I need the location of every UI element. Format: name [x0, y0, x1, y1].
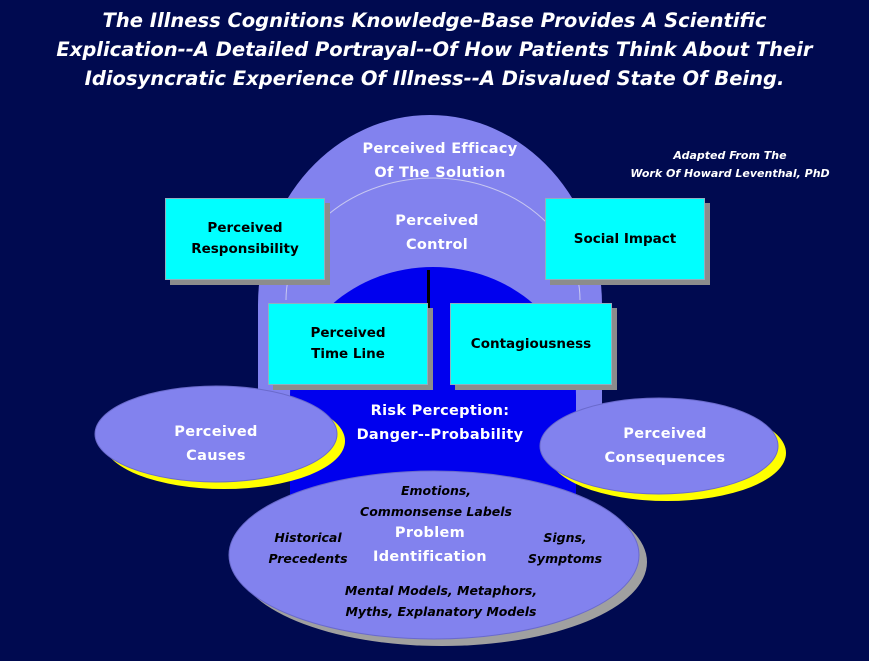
causes-label: Perceived Causes — [174, 424, 258, 464]
consequences-ellipse — [539, 397, 779, 495]
responsibility-box: Perceived Responsibility — [165, 198, 325, 280]
emotions-label: Emotions, Commonsense Labels — [360, 483, 512, 519]
attribution-line-2: Work Of Howard Leventhal, PhD — [630, 167, 830, 180]
time-line-line-1: Perceived — [310, 325, 386, 341]
time-line-line-2: Time Line — [311, 346, 385, 362]
contagiousness-line: Contagiousness — [470, 335, 592, 352]
causes-ellipse — [94, 385, 338, 483]
title-line-2: Explication--A Detailed Portrayal--Of Ho… — [56, 38, 813, 61]
title-line-3: Idiosyncratic Experience Of Illness--A D… — [84, 67, 785, 90]
social-impact-box: Social Impact — [545, 198, 705, 280]
signs-label: Signs, Symptoms — [527, 530, 603, 566]
attribution-line-1: Adapted From The — [673, 149, 787, 162]
slide-title: The Illness Cognitions Knowledge-Base Pr… — [0, 6, 869, 93]
historical-label: Historical Precedents — [268, 530, 348, 566]
problem-identification-label: Problem Identification — [373, 525, 487, 565]
time-line-box: Perceived Time Line — [268, 303, 428, 385]
models-label: Mental Models, Metaphors, Myths, Explana… — [344, 583, 538, 619]
consequences-label: Perceived Consequences — [604, 426, 726, 466]
title-line-1: The Illness Cognitions Knowledge-Base Pr… — [102, 9, 767, 32]
risk-divider — [427, 270, 430, 390]
responsibility-line-1: Perceived — [207, 220, 283, 236]
attribution: Adapted From The Work Of Howard Leventha… — [630, 147, 830, 183]
risk-label: Risk Perception: Danger--Probability — [356, 403, 524, 443]
social-impact-line: Social Impact — [573, 230, 677, 247]
control-label: Perceived Control — [395, 213, 479, 253]
contagiousness-box: Contagiousness — [450, 303, 612, 385]
problem-ellipse — [228, 470, 640, 640]
responsibility-line-2: Responsibility — [191, 241, 299, 257]
efficacy-label: Perceived Efficacy Of The Solution — [362, 141, 518, 181]
